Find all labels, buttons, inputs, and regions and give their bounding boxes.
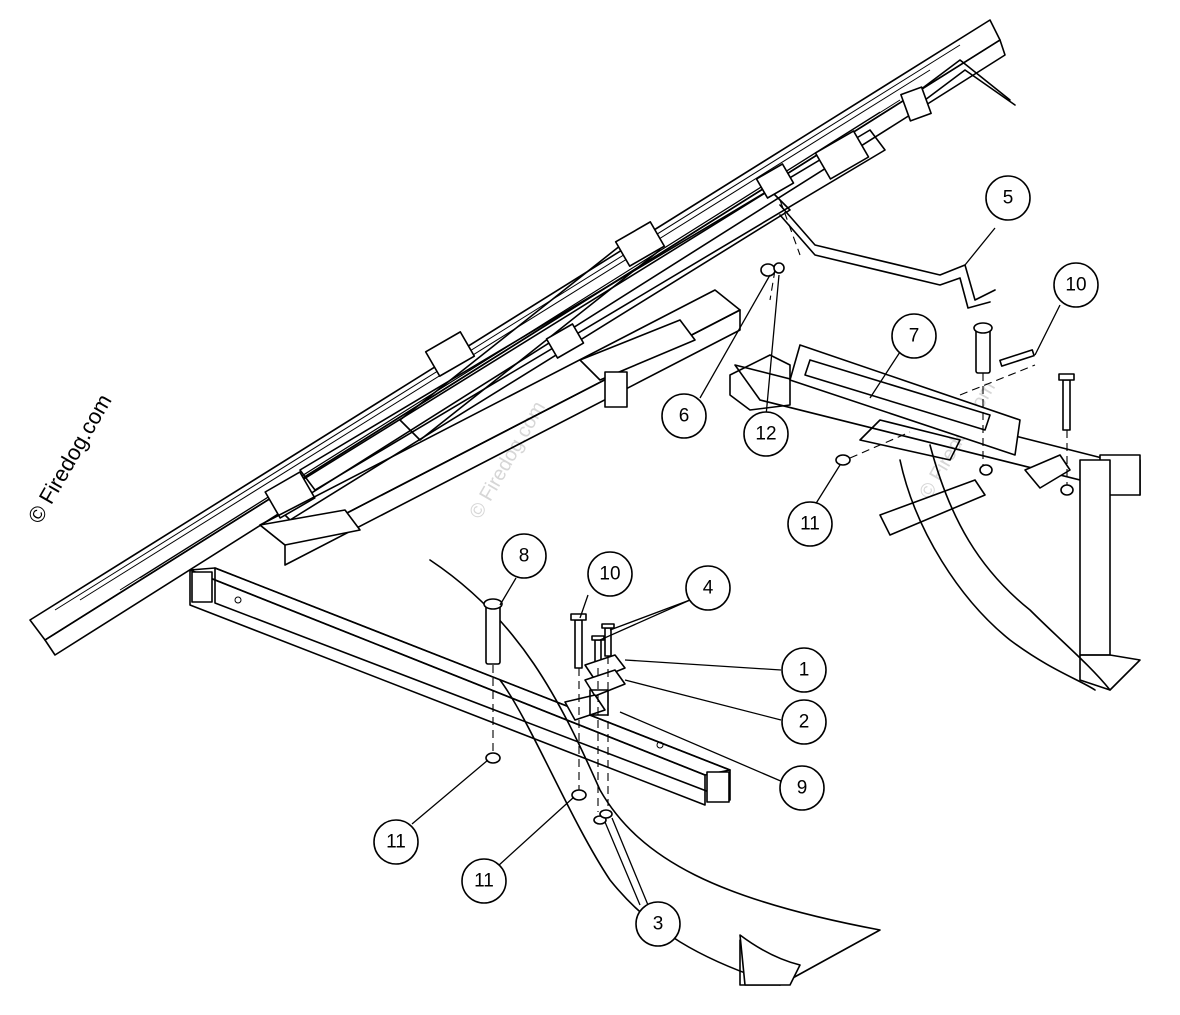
callout-8: 8 (501, 533, 547, 579)
svg-text:7: 7 (909, 326, 920, 347)
assembly-lines (492, 199, 1068, 812)
callout-3: 3 (635, 901, 681, 947)
callout-1: 1 (781, 647, 827, 693)
svg-text:8: 8 (519, 546, 530, 567)
callout-11-center: 11 (461, 858, 507, 904)
callout-9: 9 (779, 765, 825, 811)
pins (483, 322, 993, 665)
callout-7: 7 (891, 313, 937, 359)
right-side-frame (734, 344, 1141, 691)
callout-10-left: 10 (587, 551, 633, 597)
callout-11-left: 11 (373, 819, 419, 865)
svg-text:5: 5 (1003, 188, 1014, 209)
nuts-washers (485, 262, 1074, 825)
svg-text:2: 2 (799, 712, 810, 733)
svg-text:11: 11 (800, 514, 820, 535)
bracket-plates (564, 654, 626, 721)
svg-text:12: 12 (755, 424, 776, 445)
callouts: 1 2 3 4 5 6 7 8 (373, 175, 1099, 947)
rear-frame-tube (259, 289, 791, 566)
callout-5: 5 (985, 175, 1031, 221)
callout-6: 6 (661, 393, 707, 439)
leader-lines (411, 227, 1061, 906)
svg-text:6: 6 (679, 406, 690, 427)
svg-text:3: 3 (653, 914, 664, 935)
faint-watermark-center: © Firedog.com (465, 398, 550, 523)
callout-12: 12 (743, 411, 789, 457)
svg-text:11: 11 (386, 832, 406, 853)
rod-part-5 (779, 204, 996, 309)
callout-2: 2 (781, 699, 827, 745)
callout-10-right: 10 (1053, 262, 1099, 308)
svg-text:4: 4 (703, 578, 714, 599)
front-leg (429, 559, 881, 986)
watermark-text: © Firedog.com (23, 390, 117, 528)
svg-text:1: 1 (799, 660, 810, 681)
svg-text:9: 9 (797, 778, 808, 799)
svg-text:11: 11 (474, 871, 494, 892)
svg-text:10: 10 (1065, 275, 1086, 296)
callout-11-right: 11 (787, 501, 833, 547)
callout-4: 4 (685, 565, 731, 611)
svg-text:10: 10 (599, 564, 620, 585)
